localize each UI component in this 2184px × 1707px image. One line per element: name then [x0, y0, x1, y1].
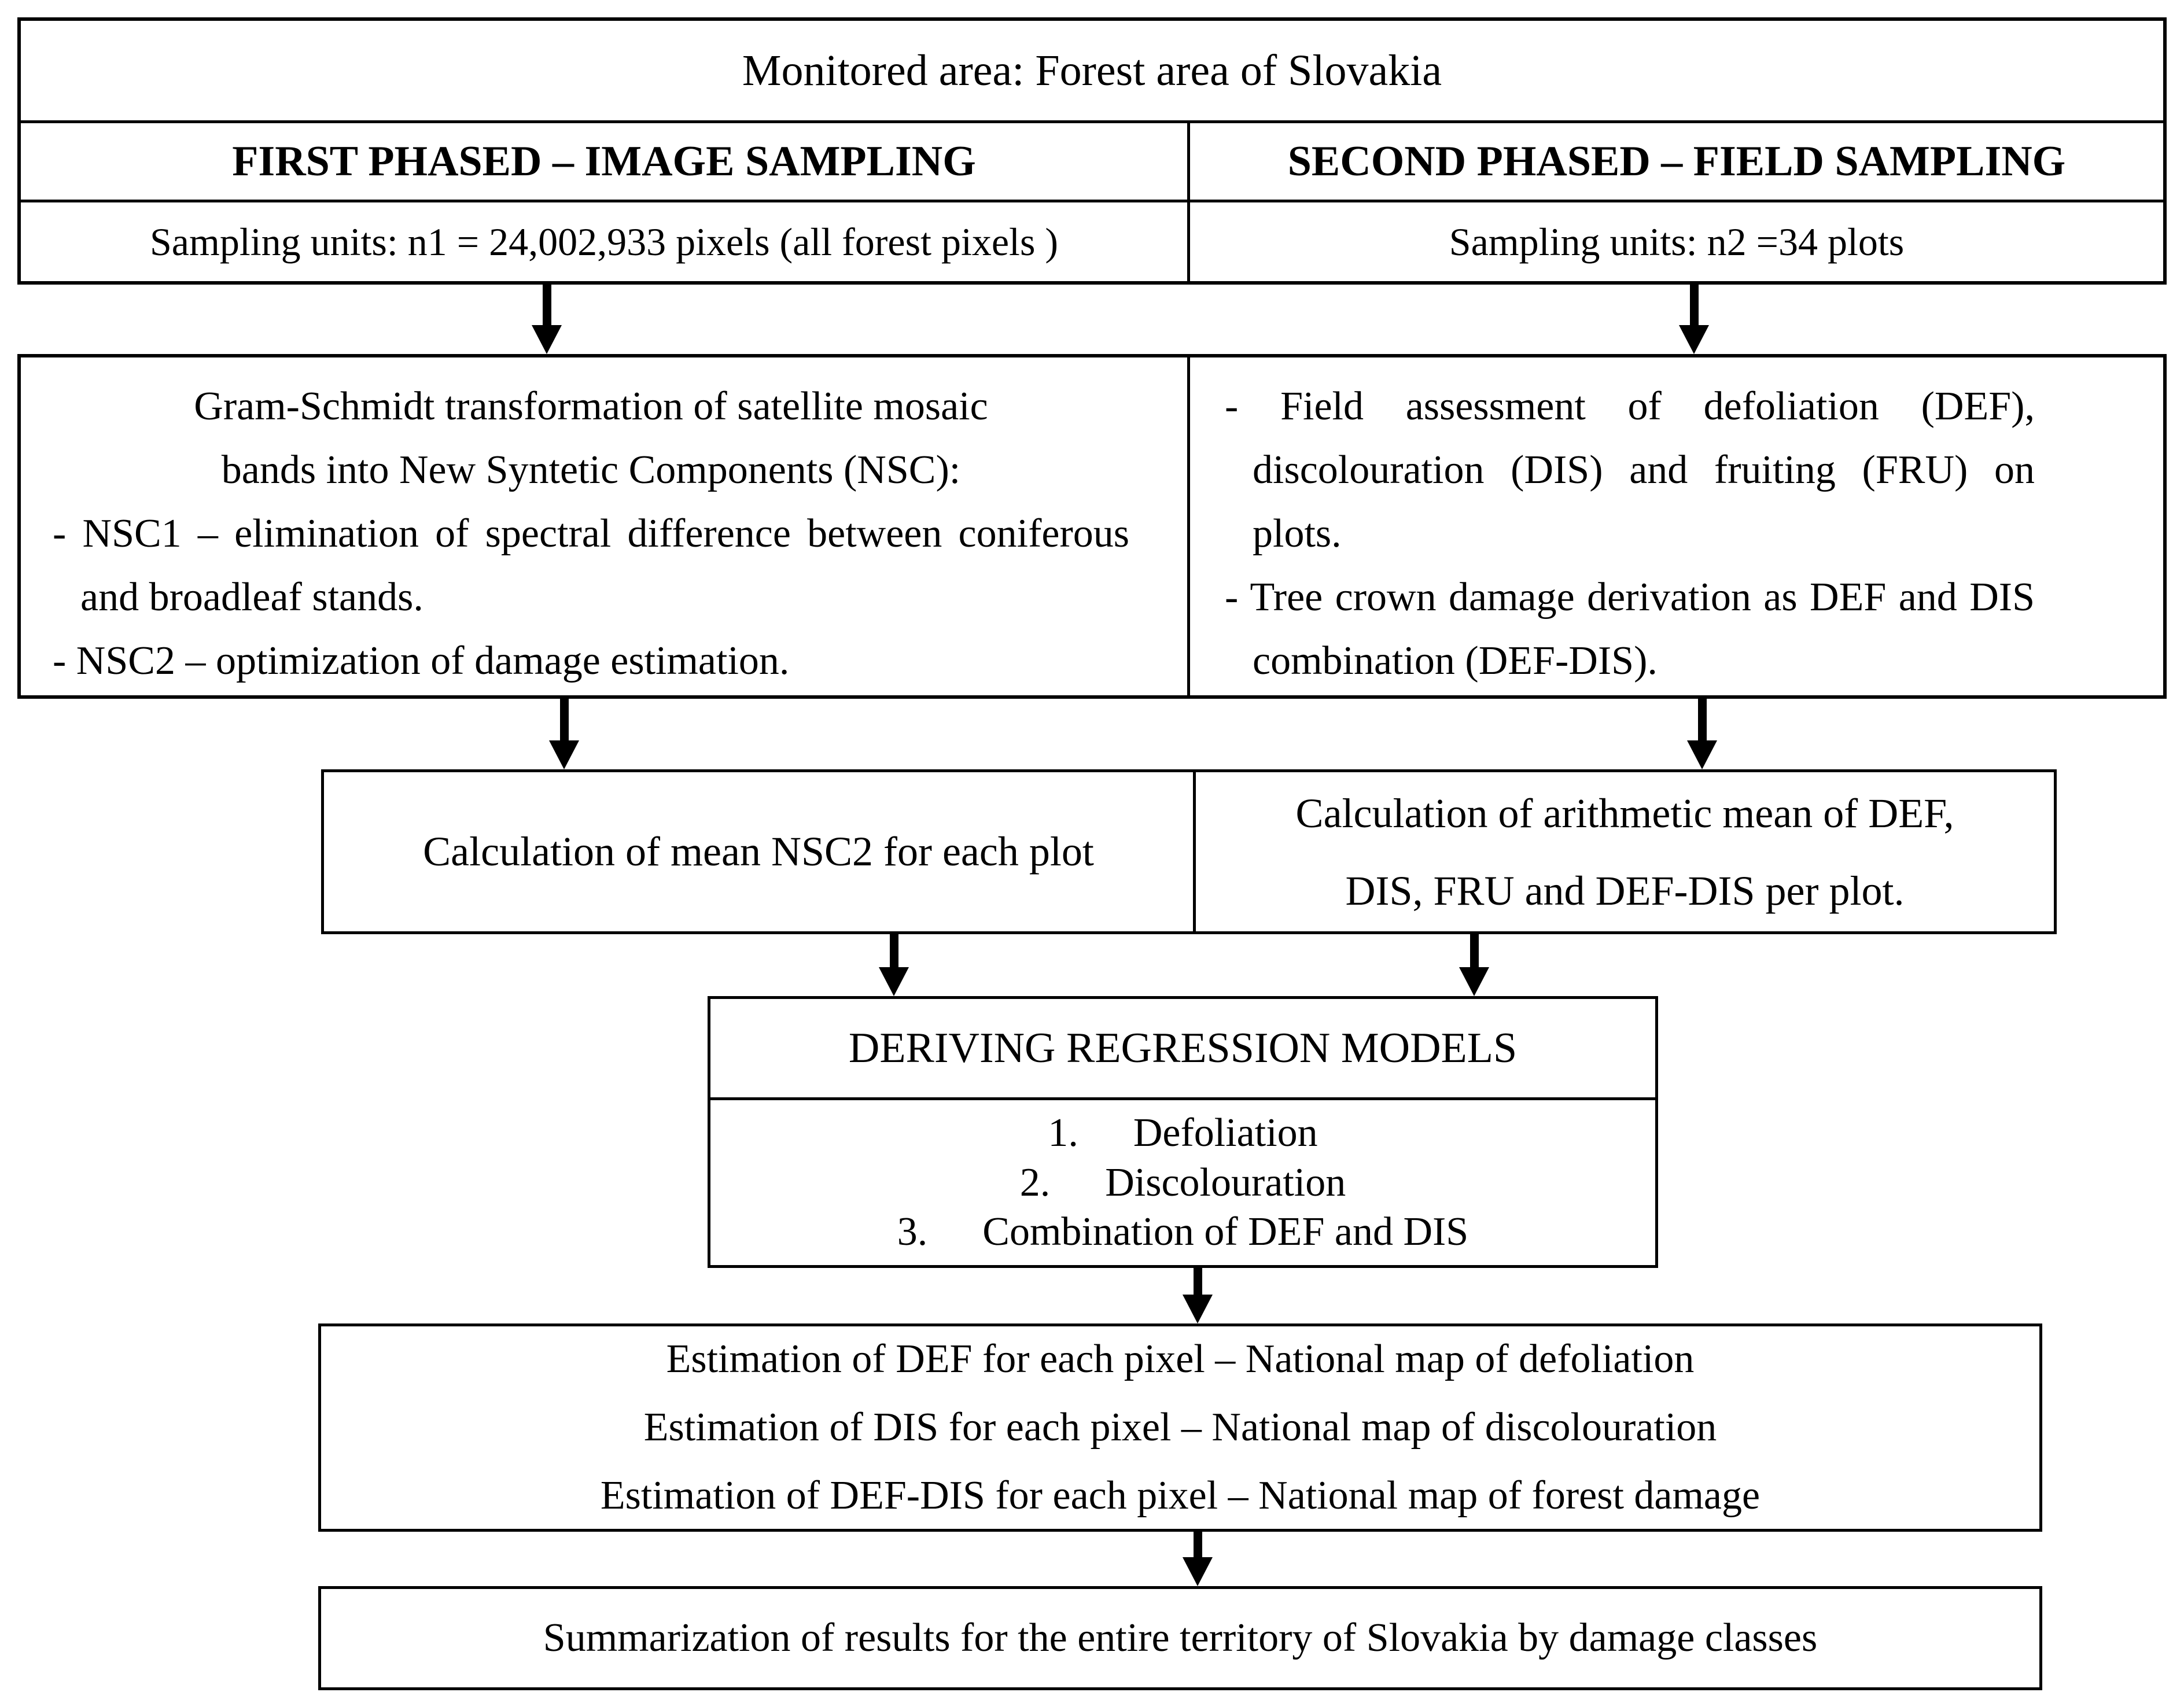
calculation-row: Calculation of mean NSC2 for each plot C…	[321, 769, 2057, 934]
down-arrow-icon	[1679, 285, 1709, 354]
estimation-line-def: Estimation of DEF for each pixel – Natio…	[666, 1337, 1695, 1381]
first-phase-header: FIRST PHASED – IMAGE SAMPLING	[21, 123, 1190, 202]
arrow-head	[879, 967, 909, 996]
list-item: 2. Discolouration	[710, 1160, 1655, 1206]
list-item: 3. Combination of DEF and DIS	[710, 1209, 1655, 1255]
estimation-box: Estimation of DEF for each pixel – Natio…	[318, 1323, 2042, 1532]
arrow-shaft	[889, 934, 898, 967]
arrow-head	[1679, 325, 1709, 354]
regression-models-header: DERIVING REGRESSION MODELS	[710, 999, 1655, 1100]
monitored-area-title: Monitored area: Forest area of Slovakia	[21, 21, 2163, 123]
list-item-number: 3.	[897, 1209, 928, 1254]
summarization-box: Summarization of results for the entire …	[318, 1586, 2042, 1690]
down-arrow-icon	[1687, 699, 1717, 769]
arrow-shaft	[1697, 699, 1707, 740]
down-arrow-icon	[549, 699, 579, 769]
list-item-number: 2.	[1019, 1160, 1051, 1205]
list-item-number: 1.	[1048, 1111, 1078, 1156]
first-phase-sampling-units: Sampling units: n1 = 24,002,933 pixels (…	[21, 202, 1190, 281]
tree-crown-bullet: - Tree crown damage derivation as DEF an…	[1225, 575, 2035, 683]
arrow-head	[1459, 967, 1489, 996]
nsc2-bullet: - NSC2 – optimization of damage estimati…	[53, 639, 790, 683]
regression-models-list: 1. Defoliation 2. Discolouration 3. Comb…	[710, 1100, 1655, 1265]
second-phase-sampling-units: Sampling units: n2 =34 plots	[1449, 219, 1905, 264]
down-arrow-icon	[532, 285, 562, 354]
arrow-shaft	[1469, 934, 1479, 967]
arrow-head	[532, 325, 562, 354]
down-arrow-icon	[1183, 1532, 1213, 1586]
arrow-head	[1687, 740, 1717, 769]
arrow-head	[549, 740, 579, 769]
estimation-line-dis: Estimation of DIS for each pixel – Natio…	[643, 1405, 1717, 1450]
estimation-line-def-dis: Estimation of DEF-DIS for each pixel – N…	[600, 1473, 1761, 1518]
arrow-shaft	[542, 285, 551, 325]
image-processing-box: Gram-Schmidt transformation of satellite…	[21, 357, 1190, 695]
mean-field-values-box: Calculation of arithmetic mean of DEF, D…	[1295, 790, 1954, 914]
arrow-head	[1183, 1557, 1213, 1586]
arrow-head	[1183, 1295, 1213, 1323]
regression-models-box: DERIVING REGRESSION MODELS 1. Defoliatio…	[708, 996, 1658, 1268]
monitored-area-table: Monitored area: Forest area of Slovakia …	[17, 17, 2167, 285]
list-item-label: Discolouration	[1105, 1160, 1346, 1205]
arrow-shaft	[1689, 285, 1699, 325]
arrow-shaft	[1193, 1532, 1202, 1557]
arrow-shaft	[559, 699, 569, 740]
processing-row: Gram-Schmidt transformation of satellite…	[17, 354, 2167, 699]
list-item-label: Defoliation	[1133, 1111, 1318, 1156]
down-arrow-icon	[879, 934, 909, 996]
field-assessment-bullet: - Field assessment of defoliation (DEF),…	[1225, 384, 2035, 556]
arrow-shaft	[1193, 1268, 1202, 1295]
second-phase-header: SECOND PHASED – FIELD SAMPLING	[1190, 123, 2163, 202]
list-item: 1. Defoliation	[710, 1110, 1655, 1156]
down-arrow-icon	[1459, 934, 1489, 996]
nsc1-bullet: - NSC1 – elimination of spectral differe…	[53, 511, 1129, 620]
gram-schmidt-intro: Gram-Schmidt transformation of satellite…	[194, 384, 988, 492]
field-assessment-box: - Field assessment of defoliation (DEF),…	[1190, 357, 2163, 695]
list-item-label: Combination of DEF and DIS	[982, 1209, 1469, 1254]
mean-nsc2-box: Calculation of mean NSC2 for each plot	[324, 772, 1196, 931]
down-arrow-icon	[1183, 1268, 1213, 1323]
